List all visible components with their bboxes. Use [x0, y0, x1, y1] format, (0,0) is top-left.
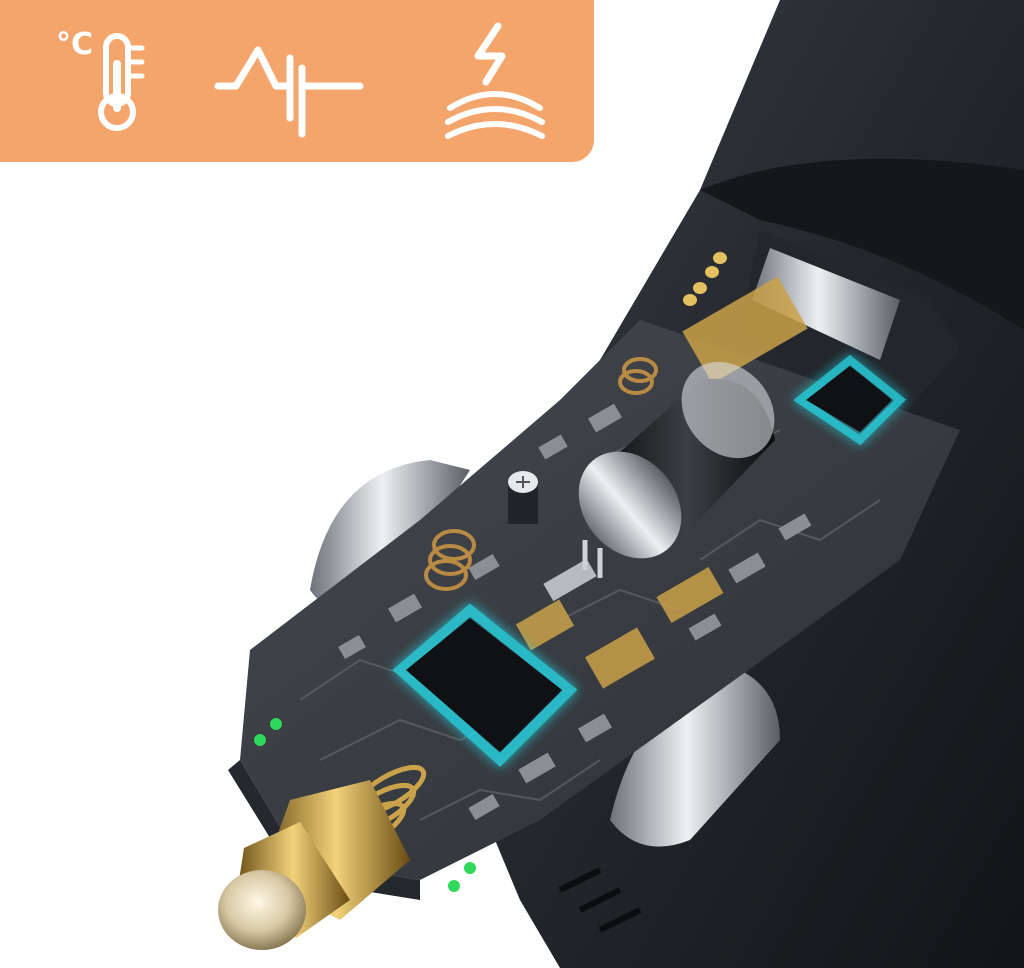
fast-charge-icon: [445, 22, 545, 139]
housing-ribs: [558, 867, 642, 933]
small-capacitor: [508, 471, 538, 524]
gold-pins: [683, 252, 727, 306]
secondary-ic-chip: [793, 354, 906, 446]
side-clip-right: [610, 670, 780, 847]
copper-coils: [424, 357, 658, 591]
usb-port-shell: [752, 248, 900, 360]
capacitor-cylinder: [578, 361, 775, 578]
housing-rim: [700, 158, 1024, 330]
status-leds: [254, 718, 476, 892]
spring-connector: [218, 764, 427, 950]
voltage-regulation-icon: [214, 46, 364, 138]
positive-contact-tip: [218, 870, 306, 950]
main-ic-chip: [392, 603, 578, 767]
feature-badge: °C: [0, 0, 594, 162]
gold-pads: [515, 276, 808, 689]
temperature-unit: °C: [56, 27, 93, 62]
thermometer-icon: °C: [56, 27, 145, 131]
